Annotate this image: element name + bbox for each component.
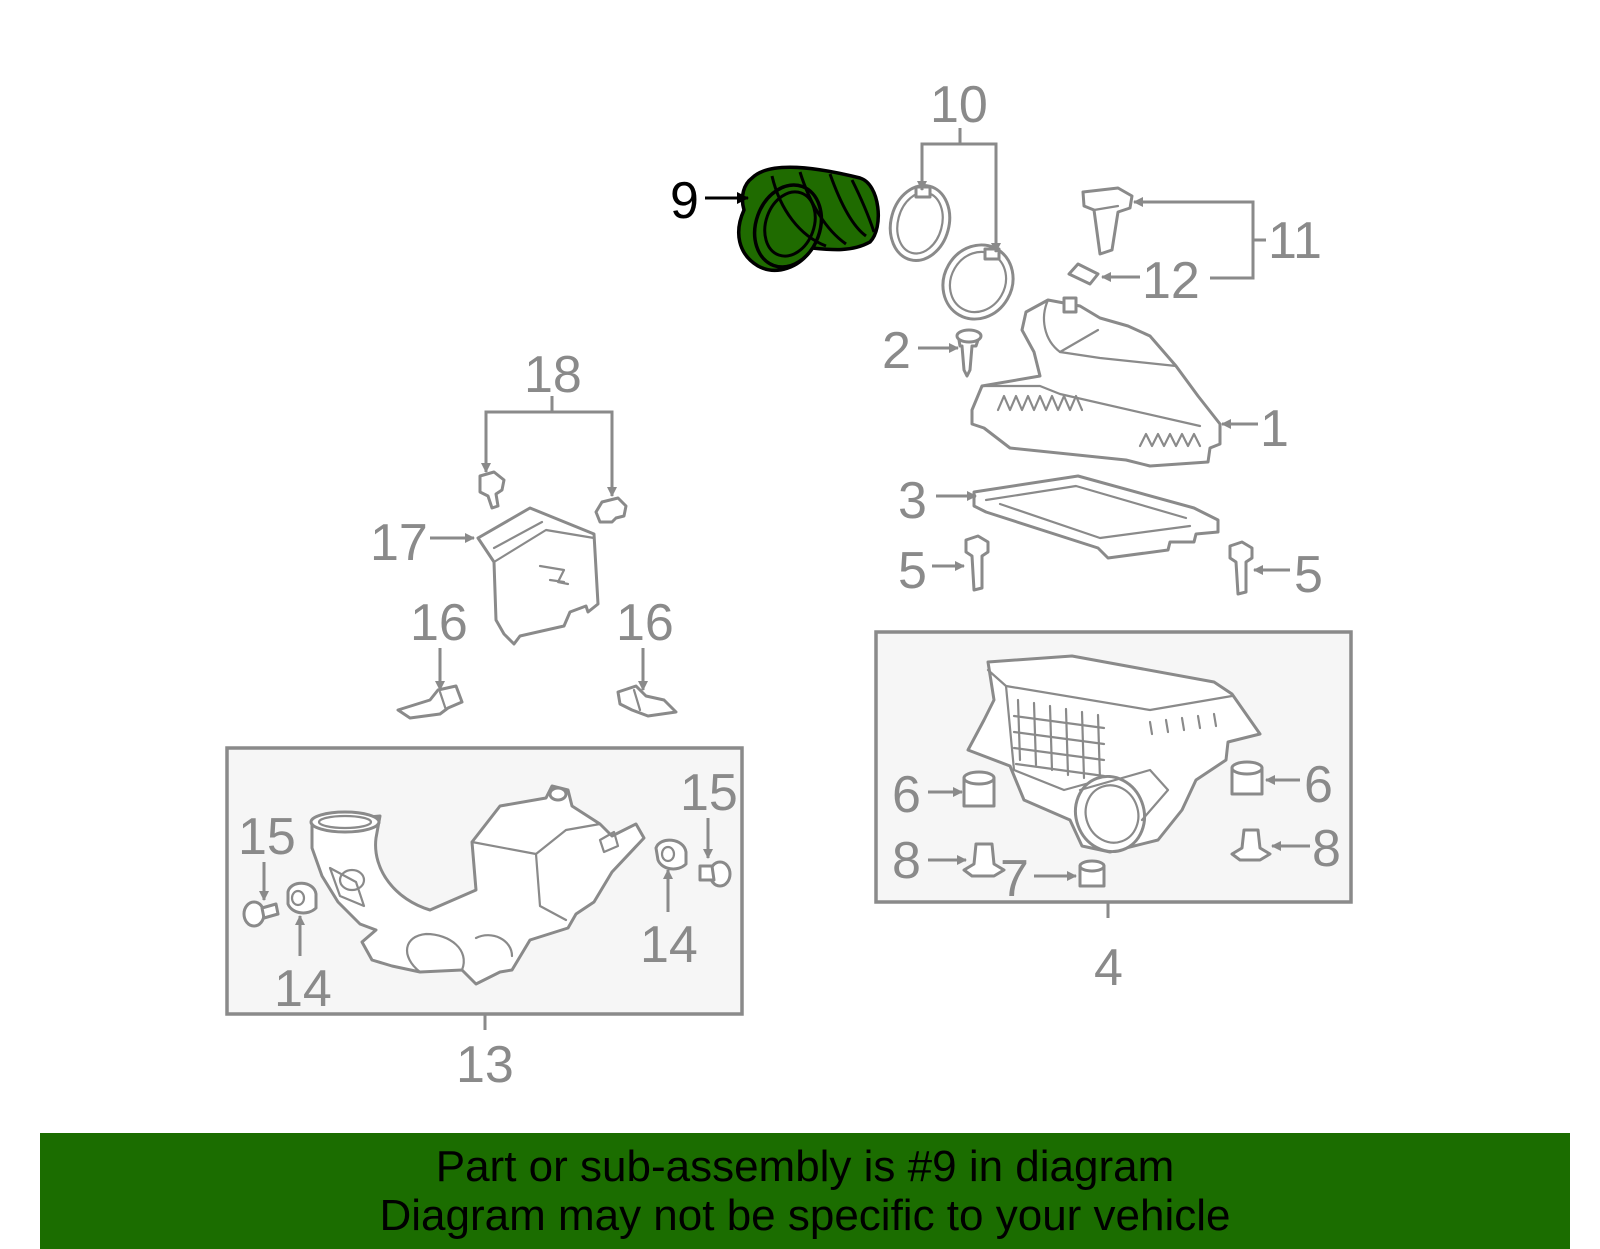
callout-13[interactable]: 13 — [456, 1036, 514, 1094]
callout-14-left[interactable]: 14 — [274, 960, 332, 1018]
callout-4[interactable]: 4 — [1094, 939, 1123, 997]
banner-line-2: Diagram may not be specific to your vehi… — [379, 1191, 1231, 1240]
callout-16-left[interactable]: 16 — [410, 594, 468, 652]
part-15-bolt-left[interactable] — [242, 900, 280, 928]
part-8-collar-left[interactable] — [962, 842, 1006, 878]
callout-8-left[interactable]: 8 — [892, 832, 921, 890]
callout-6-left[interactable]: 6 — [892, 766, 921, 824]
part-16-pin-right[interactable] — [616, 684, 678, 718]
part-14-grommet-right[interactable] — [654, 838, 688, 871]
part-12-gasket[interactable] — [1067, 262, 1100, 286]
part-6-grommet-right[interactable] — [1230, 760, 1264, 796]
callout-5-right[interactable]: 5 — [1294, 546, 1323, 604]
part-18-bolt-left[interactable] — [478, 470, 506, 510]
callout-9[interactable]: 9 — [670, 172, 699, 230]
callout-6-right[interactable]: 6 — [1304, 756, 1333, 814]
part-4-air-cleaner-case[interactable] — [966, 654, 1262, 861]
callout-2[interactable]: 2 — [882, 322, 911, 380]
callout-15-left[interactable]: 15 — [238, 808, 296, 866]
part-5-bolt-right[interactable] — [1228, 540, 1254, 596]
part-16-pin-left[interactable] — [396, 684, 464, 720]
part-15-bolt-right[interactable] — [698, 860, 732, 888]
callout-1[interactable]: 1 — [1260, 400, 1289, 458]
callout-11[interactable]: 11 — [1268, 212, 1322, 270]
callout-3[interactable]: 3 — [898, 472, 927, 530]
callout-14-right[interactable]: 14 — [640, 916, 698, 974]
callout-5-left[interactable]: 5 — [898, 542, 927, 600]
callout-10[interactable]: 10 — [930, 76, 988, 134]
part-11-sensor[interactable] — [1081, 186, 1134, 256]
part-3-air-filter[interactable] — [972, 474, 1220, 560]
part-5-bolt-left[interactable] — [964, 534, 990, 592]
part-7-grommet[interactable] — [1078, 859, 1106, 888]
part-17-bracket[interactable] — [476, 506, 600, 646]
callout-15-right[interactable]: 15 — [680, 764, 738, 822]
banner-line-1: Part or sub-assembly is #9 in diagram — [435, 1142, 1175, 1191]
part-1-air-cleaner-cover[interactable] — [970, 296, 1222, 468]
part-2-clip[interactable] — [955, 328, 983, 378]
part-9-intake-hose[interactable] — [736, 165, 881, 276]
part-10-hose-clamps[interactable] — [882, 179, 1026, 332]
callout-12[interactable]: 12 — [1142, 252, 1200, 310]
part-14-grommet-left[interactable] — [286, 881, 318, 915]
part-6-grommet-left[interactable] — [962, 770, 996, 808]
info-banner: Part or sub-assembly is #9 in diagram Di… — [40, 1133, 1570, 1249]
callout-7[interactable]: 7 — [1000, 850, 1029, 908]
callout-8-right[interactable]: 8 — [1312, 820, 1341, 878]
part-13-intake-duct[interactable] — [309, 784, 646, 986]
part-8-collar-right[interactable] — [1230, 828, 1272, 862]
callout-17[interactable]: 17 — [370, 514, 428, 572]
part-18-bolt-right[interactable] — [594, 496, 628, 524]
callout-18[interactable]: 18 — [524, 346, 582, 404]
callout-16-right[interactable]: 16 — [616, 594, 674, 652]
